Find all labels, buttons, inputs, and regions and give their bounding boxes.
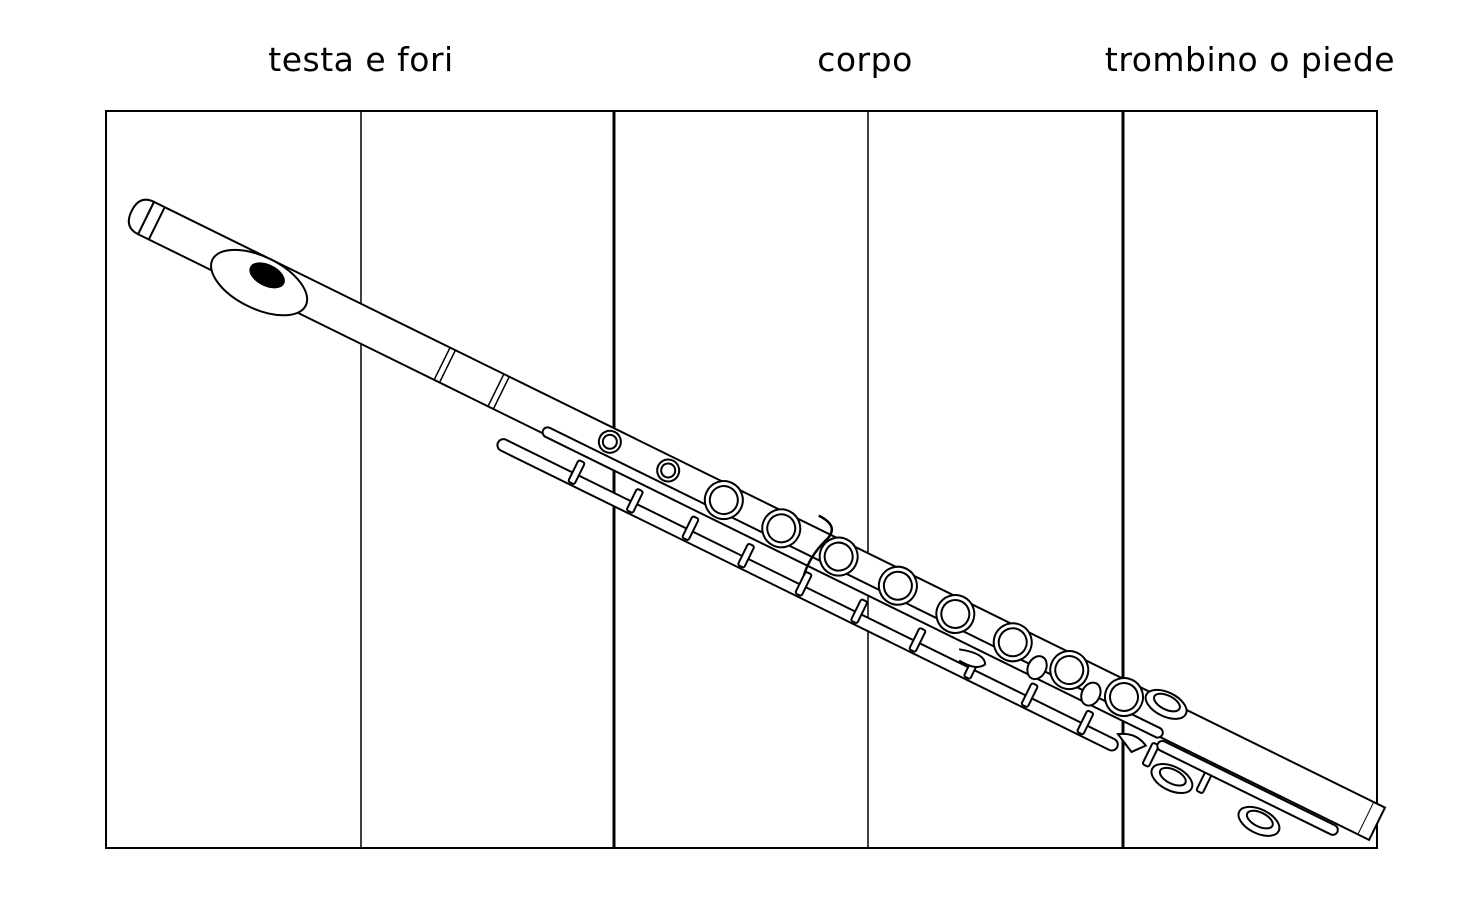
main-keys: [703, 480, 1144, 718]
label-head-joint: testa e fori: [268, 40, 454, 79]
tenon-ring-2: [438, 349, 457, 383]
foot-end: [1357, 801, 1387, 842]
pinky-lever: [958, 648, 987, 668]
thumb-lever: [802, 514, 834, 576]
embouchure-hole: [249, 262, 285, 289]
upper-key-rod: [541, 426, 1164, 739]
foot-lever: [1116, 732, 1148, 754]
diagram-frame: [105, 110, 1378, 849]
label-body: corpo: [817, 40, 913, 79]
flute-icon: [127, 198, 1387, 842]
key-posts: [567, 459, 1214, 794]
tenon-ring-3: [487, 373, 505, 407]
label-foot-joint: trombino o piede: [1104, 40, 1396, 79]
lower-key-rod: [496, 438, 1119, 752]
foot-key-rod: [1156, 739, 1339, 836]
tenon-ring-4: [492, 376, 510, 410]
foot-keys: [1144, 688, 1281, 837]
crown-cap: [127, 198, 156, 236]
flute-tube: [136, 200, 1376, 836]
tenon-ring-1: [433, 347, 451, 381]
trill-keys: [1026, 655, 1102, 707]
small-keys: [597, 429, 681, 483]
crown-ring: [147, 206, 166, 240]
